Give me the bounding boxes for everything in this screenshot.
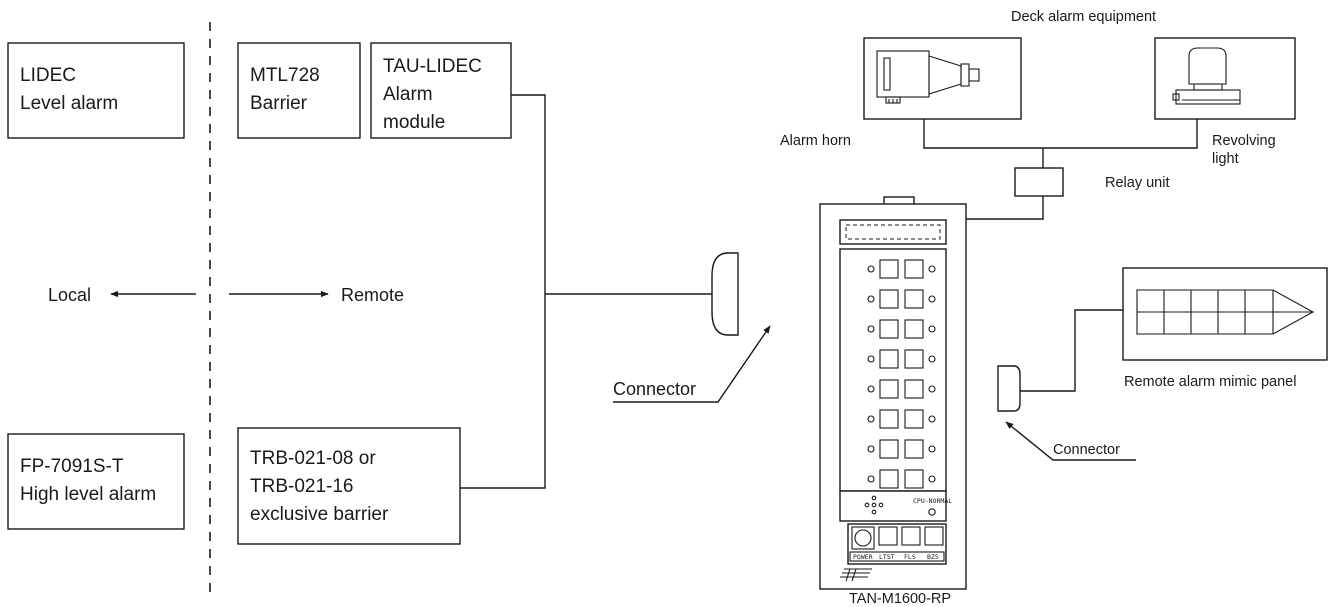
mimic-panel-grid bbox=[1136, 289, 1315, 335]
fp7091-high-level-alarm-box: FP-7091S-T High level alarm bbox=[7, 433, 185, 530]
alarm-row bbox=[867, 379, 936, 399]
alarm-indicator-button bbox=[879, 259, 899, 279]
remote-alarm-mimic-panel bbox=[1122, 267, 1328, 361]
lidec-title: LIDEC bbox=[20, 65, 76, 86]
tau-lidec-line2: Alarm bbox=[383, 84, 433, 105]
alarm-indicator-button bbox=[904, 259, 924, 279]
lidec-subtitle: Level alarm bbox=[20, 93, 118, 114]
revolving-light-box bbox=[1154, 37, 1296, 120]
mtl728-subtitle: Barrier bbox=[250, 93, 308, 114]
ship-outline bbox=[1136, 289, 1315, 335]
alarm-indicator-lamp bbox=[928, 265, 936, 273]
alarm-horn-label: Alarm horn bbox=[780, 133, 851, 149]
tau-lidec-line3: module bbox=[383, 112, 445, 133]
alarm-indicator-grid bbox=[867, 259, 936, 489]
tau-lidec-title: TAU-LIDEC bbox=[383, 56, 482, 77]
alarm-indicator-lamp bbox=[867, 355, 875, 363]
connector-left bbox=[711, 252, 739, 336]
power-label: POWER bbox=[853, 553, 873, 561]
alarm-indicator-lamp bbox=[928, 385, 936, 393]
trb-line2: TRB-021-16 bbox=[250, 476, 354, 497]
alarm-horn-icon bbox=[876, 50, 980, 104]
trb-exclusive-barrier-box: TRB-021-08 or TRB-021-16 exclusive barri… bbox=[237, 427, 461, 545]
alarm-indicator-button bbox=[904, 439, 924, 459]
ltst-label: LTST bbox=[879, 553, 895, 561]
relay-unit bbox=[1014, 167, 1064, 197]
alarm-panel: CPU-NORMAL POWER LTST FLS BZS bbox=[819, 196, 967, 590]
remote-label: Remote bbox=[341, 285, 404, 305]
alarm-indicator-lamp bbox=[867, 325, 875, 333]
connector-right bbox=[997, 365, 1021, 412]
alarm-row bbox=[867, 349, 936, 369]
alarm-indicator-button bbox=[904, 469, 924, 489]
relay-unit-label: Relay unit bbox=[1105, 175, 1169, 191]
deck-equipment-bus bbox=[923, 119, 1198, 149]
bzs-button bbox=[924, 526, 944, 546]
alarm-indicator-button bbox=[904, 379, 924, 399]
alarm-indicator-button bbox=[879, 349, 899, 369]
tau-lidec-cable bbox=[460, 94, 546, 489]
revolving-light-icon bbox=[1172, 47, 1241, 105]
alarm-indicator-button bbox=[879, 319, 899, 339]
alarm-row bbox=[867, 319, 936, 339]
alarm-indicator-lamp bbox=[867, 475, 875, 483]
alarm-indicator-lamp bbox=[928, 475, 936, 483]
deck-alarm-equipment-label: Deck alarm equipment bbox=[1011, 9, 1156, 25]
manufacturer-logo-icon bbox=[840, 568, 872, 582]
alarm-row bbox=[867, 259, 936, 279]
alarm-indicator-button bbox=[904, 349, 924, 369]
alarm-horn-box bbox=[863, 37, 1022, 120]
ltst-button bbox=[878, 526, 898, 546]
alarm-indicator-lamp bbox=[867, 415, 875, 423]
device-model-label: TAN-M1600-RP bbox=[849, 591, 951, 607]
connector-left-label: Connector bbox=[613, 379, 696, 399]
alarm-indicator-button bbox=[879, 409, 899, 429]
tau-lidec-alarm-module-box: TAU-LIDEC Alarm module bbox=[370, 42, 512, 139]
alarm-indicator-lamp bbox=[928, 295, 936, 303]
alarm-indicator-button bbox=[879, 439, 899, 459]
alarm-indicator-button bbox=[904, 289, 924, 309]
cpu-normal-label: CPU-NORMAL bbox=[913, 497, 952, 505]
alarm-indicator-lamp bbox=[928, 415, 936, 423]
relay-to-panel-line bbox=[966, 196, 1044, 220]
alarm-row bbox=[867, 289, 936, 309]
revolving-light-label-line1: Revolving bbox=[1212, 133, 1276, 149]
alarm-indicator-button bbox=[904, 319, 924, 339]
alarm-indicator-lamp bbox=[867, 265, 875, 273]
alarm-indicator-button bbox=[879, 289, 899, 309]
alarm-indicator-button bbox=[904, 409, 924, 429]
fls-button bbox=[901, 526, 921, 546]
trb-line1: TRB-021-08 or bbox=[250, 448, 376, 469]
alarm-indicator-lamp bbox=[867, 385, 875, 393]
power-button bbox=[851, 526, 875, 550]
mtl728-title: MTL728 bbox=[250, 65, 320, 86]
fls-label: FLS bbox=[904, 553, 916, 561]
alarm-indicator-lamp bbox=[928, 355, 936, 363]
connector-left-pointer bbox=[613, 325, 771, 403]
alarm-indicator-button bbox=[879, 379, 899, 399]
fp7091-subtitle: High level alarm bbox=[20, 484, 156, 505]
alarm-indicator-lamp bbox=[928, 325, 936, 333]
alarm-indicator-lamp bbox=[928, 445, 936, 453]
alarm-indicator-lamp bbox=[867, 295, 875, 303]
remote-alarm-mimic-panel-label: Remote alarm mimic panel bbox=[1124, 374, 1296, 390]
alarm-indicator-lamp bbox=[867, 445, 875, 453]
alarm-row bbox=[867, 409, 936, 429]
panel-display-window bbox=[845, 224, 941, 240]
cpu-normal-indicator bbox=[928, 508, 936, 516]
alarm-row bbox=[867, 469, 936, 489]
local-label: Local bbox=[48, 285, 91, 305]
lidec-level-alarm-box: LIDEC Level alarm bbox=[7, 42, 185, 139]
bzs-label: BZS bbox=[927, 553, 939, 561]
connector-right-pointer bbox=[1005, 421, 1136, 461]
revolving-light-label-line2: light bbox=[1212, 151, 1239, 167]
fp7091-title: FP-7091S-T bbox=[20, 456, 124, 477]
mtl728-barrier-box: MTL728 Barrier bbox=[237, 42, 361, 139]
connector-right-label: Connector bbox=[1053, 442, 1120, 458]
alarm-indicator-button bbox=[879, 469, 899, 489]
alarm-row bbox=[867, 439, 936, 459]
mimic-panel-cable bbox=[1020, 309, 1123, 392]
trb-line3: exclusive barrier bbox=[250, 504, 389, 525]
